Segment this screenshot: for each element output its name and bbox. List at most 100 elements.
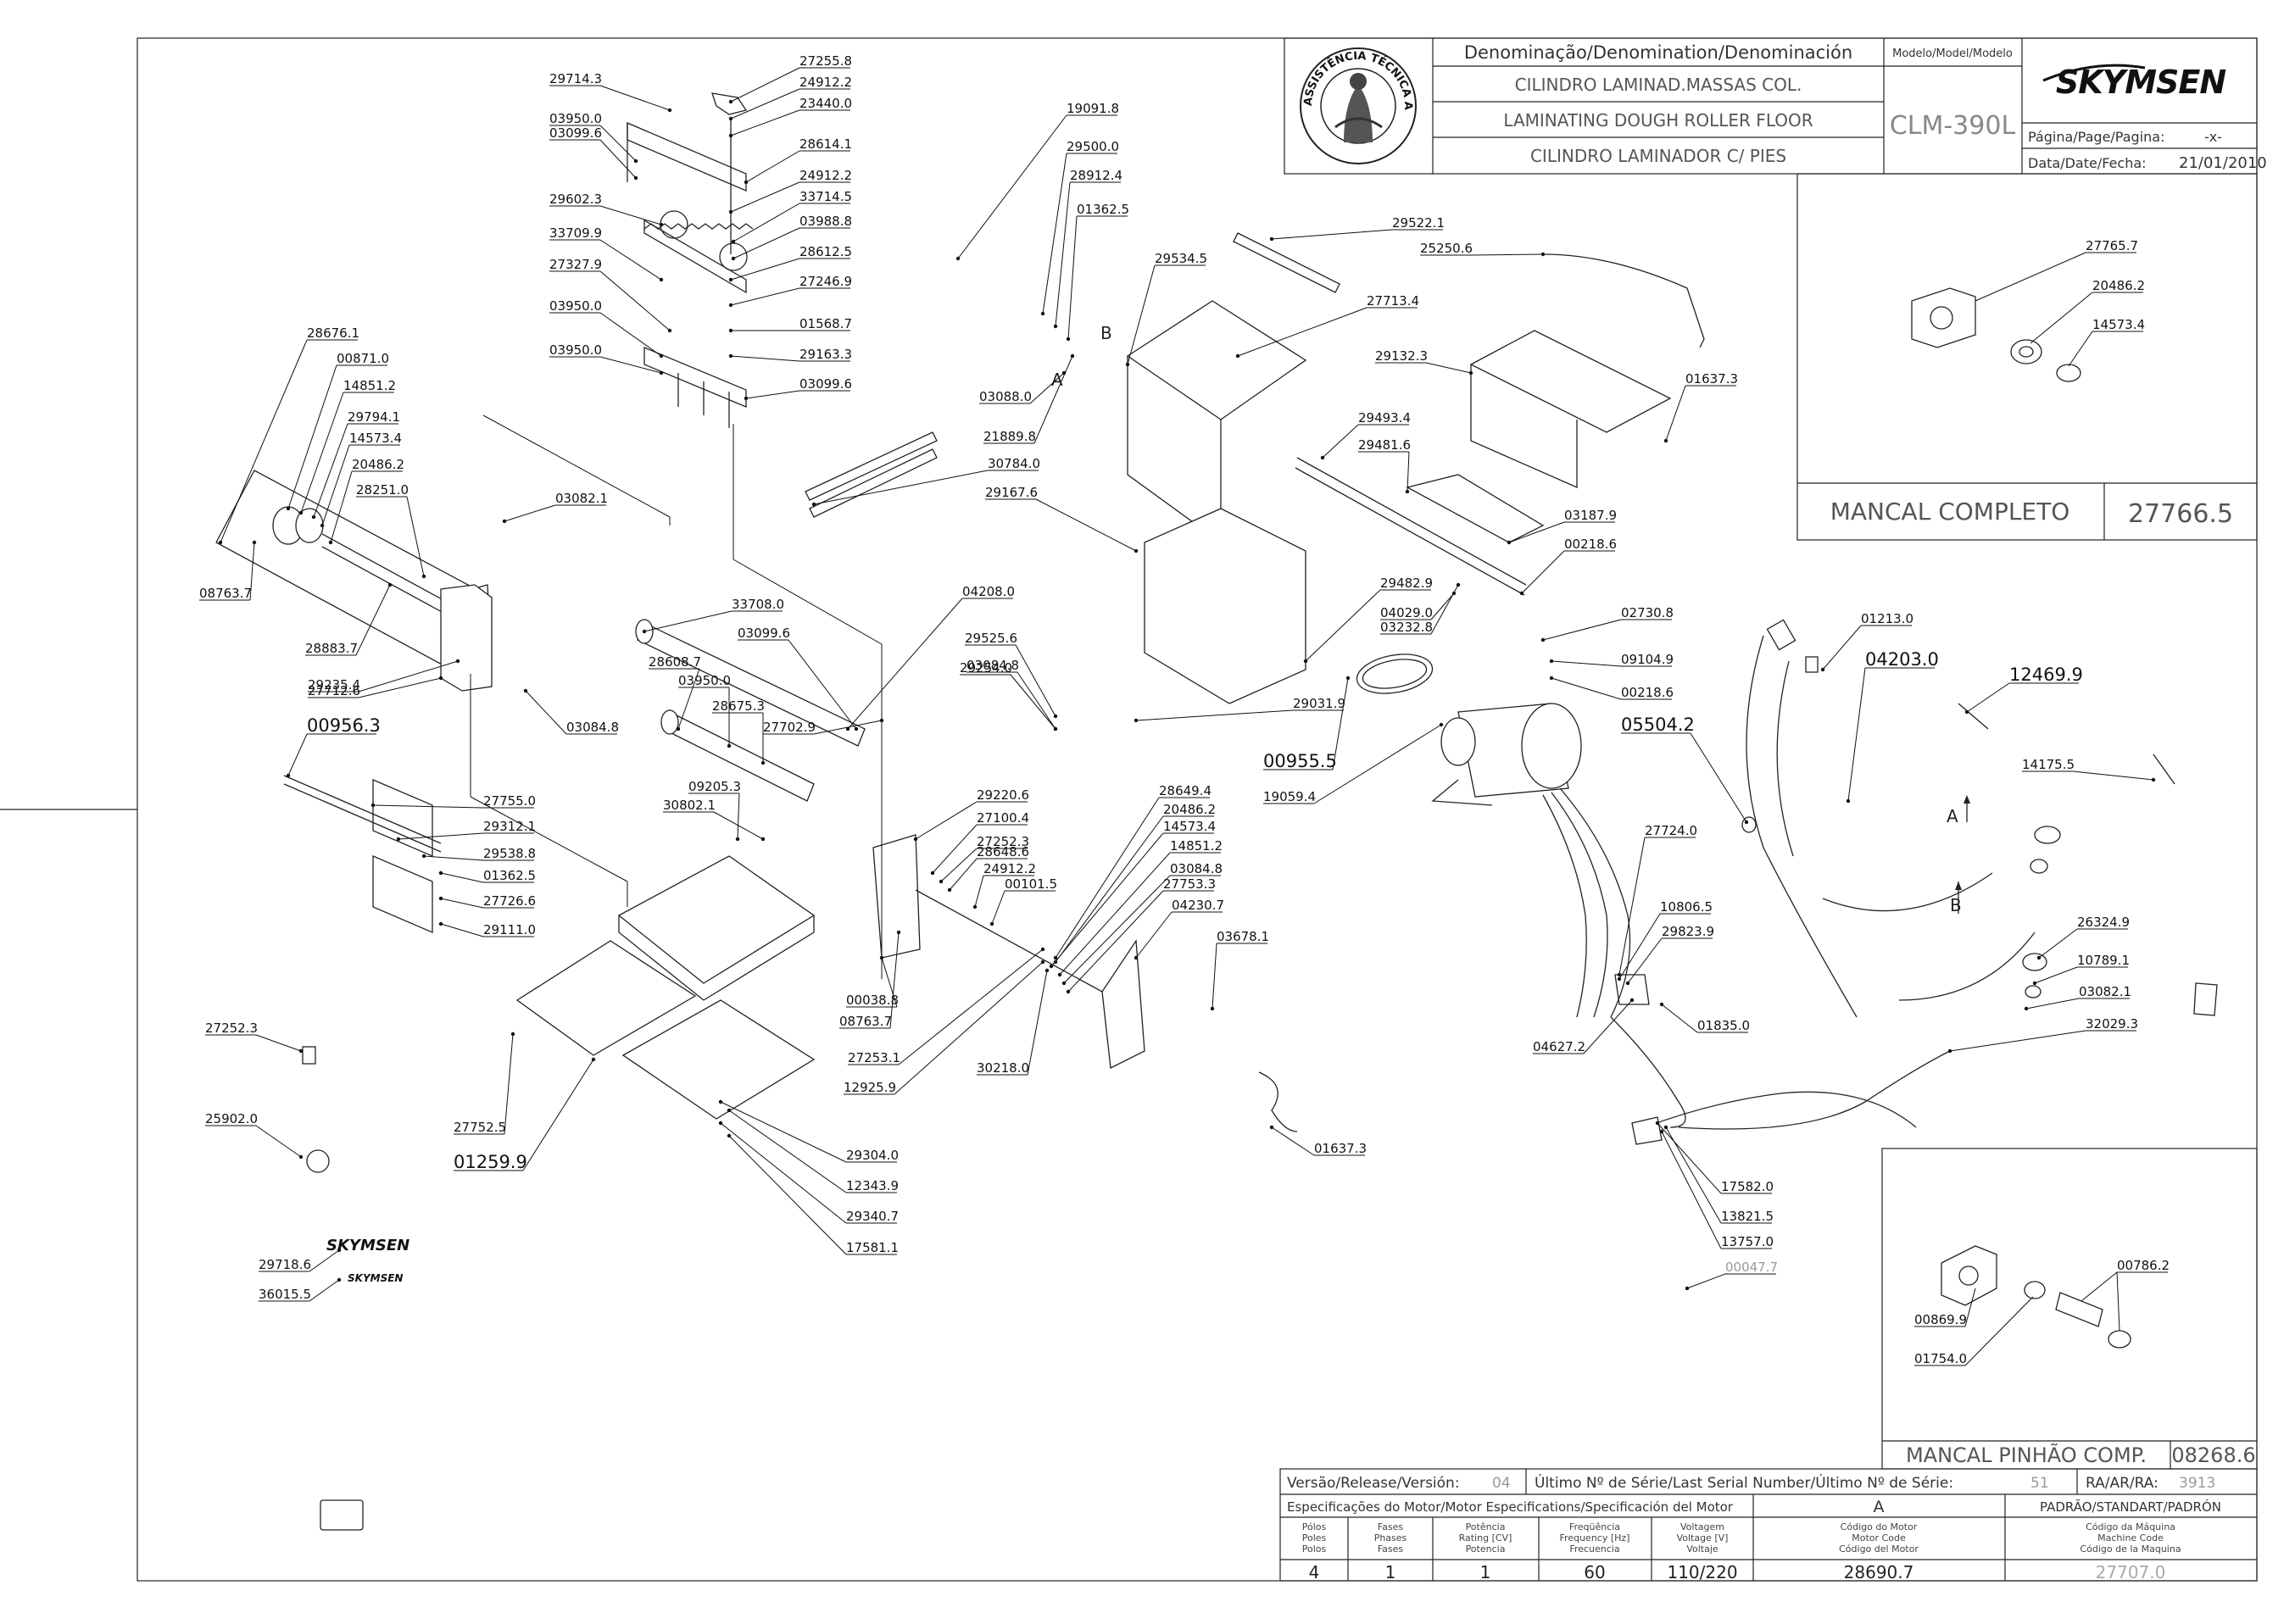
part-leader-line xyxy=(881,957,898,1008)
part-leader-dot xyxy=(1269,236,1274,242)
part-leader-dot xyxy=(1820,667,1825,672)
part-leader-dot xyxy=(286,506,291,511)
part-label: 25902.0 xyxy=(205,1111,258,1126)
part-leader-line xyxy=(220,339,308,543)
serial-label: Último Nº de Série/Last Serial Number/Úl… xyxy=(1535,1473,1953,1492)
part-leader-dot xyxy=(1663,438,1668,443)
part-leader-dot xyxy=(896,930,901,935)
part-leader-line xyxy=(372,804,484,809)
part-leader-dot xyxy=(1439,722,1444,727)
name-en: LAMINATING DOUGH ROLLER FLOOR xyxy=(1503,110,1813,131)
part-leader-dot xyxy=(1947,1048,1952,1054)
part-leader-dot xyxy=(298,510,304,515)
part-leader-line xyxy=(677,668,700,730)
part-label: 29163.3 xyxy=(799,347,852,362)
svg-text:Polos: Polos xyxy=(1302,1543,1327,1554)
part-label: 29482.9 xyxy=(1380,576,1433,591)
marker-b: B xyxy=(1100,323,1112,343)
part-leader-line xyxy=(957,114,1067,259)
part-leader-dot xyxy=(728,116,733,121)
part-leader-dot xyxy=(510,1032,515,1037)
part-leader-dot xyxy=(727,1108,732,1113)
part-leader-dot xyxy=(502,519,507,524)
part-label: 14175.5 xyxy=(2022,757,2075,772)
part-leader-dot xyxy=(659,370,664,375)
part-label: 02730.8 xyxy=(1621,605,1674,620)
motor-spec-label: Especificações do Motor/Motor Especifica… xyxy=(1287,1499,1734,1515)
part-leader-line xyxy=(599,312,662,357)
part-leader-dot xyxy=(1617,972,1622,977)
inset-mancal-completo-code: 27766.5 xyxy=(2128,499,2233,529)
part-leader-dot xyxy=(523,688,528,693)
part-leader-line xyxy=(1657,1122,1722,1194)
part-label: 28612.5 xyxy=(799,244,852,259)
part-label: 04230.7 xyxy=(1172,898,1224,913)
part-label: 01568.7 xyxy=(799,316,852,331)
svg-text:Machine Code: Machine Code xyxy=(2097,1532,2164,1543)
part-leader-dot xyxy=(659,277,664,282)
part-leader-line xyxy=(974,875,984,908)
part-leader-dot xyxy=(1846,798,1851,804)
part-leader-line xyxy=(1822,625,1862,670)
part-label: 01835.0 xyxy=(1697,1018,1750,1033)
marker-a: A xyxy=(1051,370,1063,390)
part-leader-dot xyxy=(421,574,426,579)
part-leader-line xyxy=(313,423,348,518)
part-leader-dot xyxy=(1685,1286,1690,1291)
part-leader-dot xyxy=(1049,964,1054,969)
part-leader-line xyxy=(713,811,764,840)
part-label: 20486.2 xyxy=(1163,802,1216,817)
part-label: 04203.0 xyxy=(1865,649,1939,670)
part-leader-dot xyxy=(667,328,672,333)
part-leader-dot xyxy=(438,921,443,926)
part-leader-line xyxy=(728,1110,847,1193)
part-label: 04029.0 xyxy=(1380,605,1433,620)
part-label: 04627.2 xyxy=(1533,1039,1585,1054)
part-leader-dot xyxy=(633,175,638,181)
part-leader-line xyxy=(1305,589,1381,662)
part-label: 27702.9 xyxy=(763,720,816,735)
part-leader-dot xyxy=(311,514,316,520)
part-label: 20486.2 xyxy=(352,457,404,472)
part-leader-dot xyxy=(1134,548,1139,553)
part-leader-dot xyxy=(947,887,952,893)
part-leader-dot xyxy=(744,396,749,401)
part-label: 25250.6 xyxy=(1420,241,1473,256)
part-label: 27726.6 xyxy=(483,893,536,909)
part-leader-dot xyxy=(455,659,460,664)
part-leader-dot xyxy=(1040,947,1045,952)
svg-text:1: 1 xyxy=(1385,1562,1396,1582)
standard-label: PADRÃO/STANDART/PADRÓN xyxy=(2040,1499,2221,1515)
part-label: 04208.0 xyxy=(962,584,1015,599)
part-label: 26324.9 xyxy=(2077,915,2130,930)
part-leader-line xyxy=(355,584,391,656)
inset-mancal-pinhao-code: 08268.6 xyxy=(2171,1443,2255,1467)
part-leader-dot xyxy=(1044,968,1050,973)
part-label: 29493.4 xyxy=(1358,410,1411,425)
ra-value: 3913 xyxy=(2179,1475,2215,1492)
part-label: 27100.4 xyxy=(977,810,1029,826)
part-leader-line xyxy=(2025,998,2080,1009)
part-leader-line xyxy=(889,932,900,1029)
part-label: 29525.6 xyxy=(965,631,1017,646)
part-leader-dot xyxy=(989,921,994,926)
part-leader-dot xyxy=(1659,1129,1664,1134)
model-value: CLM-390L xyxy=(1890,111,2016,141)
part-label: 33709.9 xyxy=(549,225,602,241)
part-label: 03082.1 xyxy=(555,491,608,506)
part-leader-line xyxy=(406,496,425,577)
part-label: 00869.9 xyxy=(1914,1312,1967,1327)
part-leader-dot xyxy=(1629,998,1635,1003)
svg-text:Potencia: Potencia xyxy=(1466,1543,1506,1554)
part-leader-line xyxy=(720,1122,847,1224)
part-leader-dot xyxy=(298,1048,304,1054)
part-label: 01754.0 xyxy=(1914,1351,1967,1366)
part-label: 17581.1 xyxy=(846,1240,899,1255)
part-leader-dot xyxy=(633,159,638,164)
part-leader-line xyxy=(730,109,800,136)
part-leader-dot xyxy=(591,1057,596,1062)
part-labels: 29714.327255.824912.223440.003950.003099… xyxy=(199,53,2156,1302)
part-label: 27255.8 xyxy=(799,53,852,69)
part-label: 29167.6 xyxy=(985,485,1038,500)
svg-text:Poles: Poles xyxy=(1302,1532,1327,1543)
